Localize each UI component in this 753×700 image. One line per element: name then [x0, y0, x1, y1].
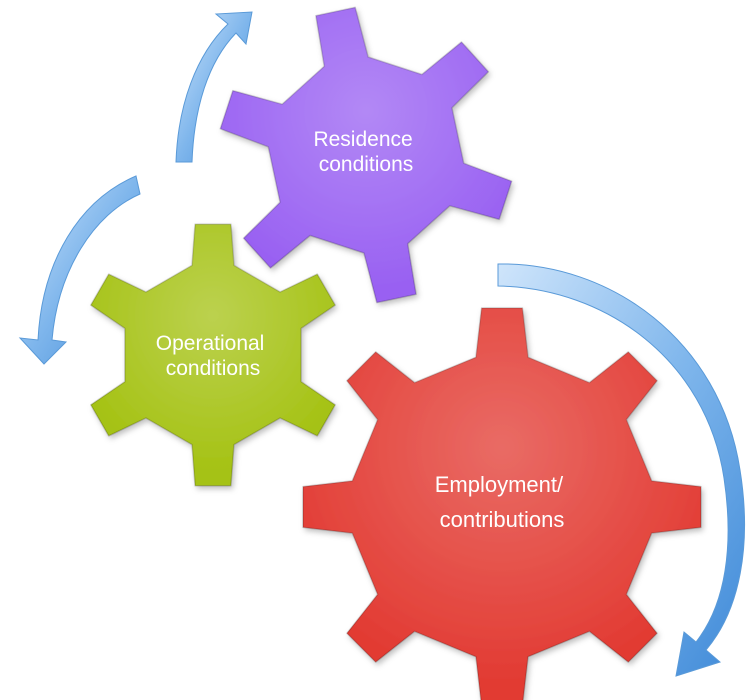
gear-employment	[302, 307, 702, 700]
gear-employment-highlight	[303, 308, 701, 700]
gear-label-employment: Employment/ contributions	[435, 472, 570, 532]
arrow-top-left	[175, 11, 253, 163]
gear-label-operational: Operational conditions	[156, 332, 270, 380]
gear-operational-highlight	[90, 224, 336, 486]
operational-label-line-1: Operational	[156, 332, 265, 355]
residence-label-line-2: conditions	[319, 153, 414, 176]
arrow-right	[497, 263, 745, 677]
arrow-right-body	[497, 263, 745, 677]
gear-residence-highlight	[220, 7, 512, 303]
employment-label-line-2: contributions	[440, 507, 565, 532]
arrow-left-body	[18, 175, 141, 365]
residence-label-line-1: Residence	[313, 128, 412, 151]
arrow-top-left-body	[175, 11, 253, 163]
gears-layer	[90, 6, 702, 700]
operational-label-line-2: conditions	[166, 357, 261, 380]
gear-residence	[219, 6, 513, 304]
employment-label-line-1: Employment/	[435, 472, 564, 497]
arrow-left	[18, 175, 141, 365]
gear-label-residence: Residence conditions	[313, 128, 418, 176]
gear-operational	[90, 223, 336, 487]
